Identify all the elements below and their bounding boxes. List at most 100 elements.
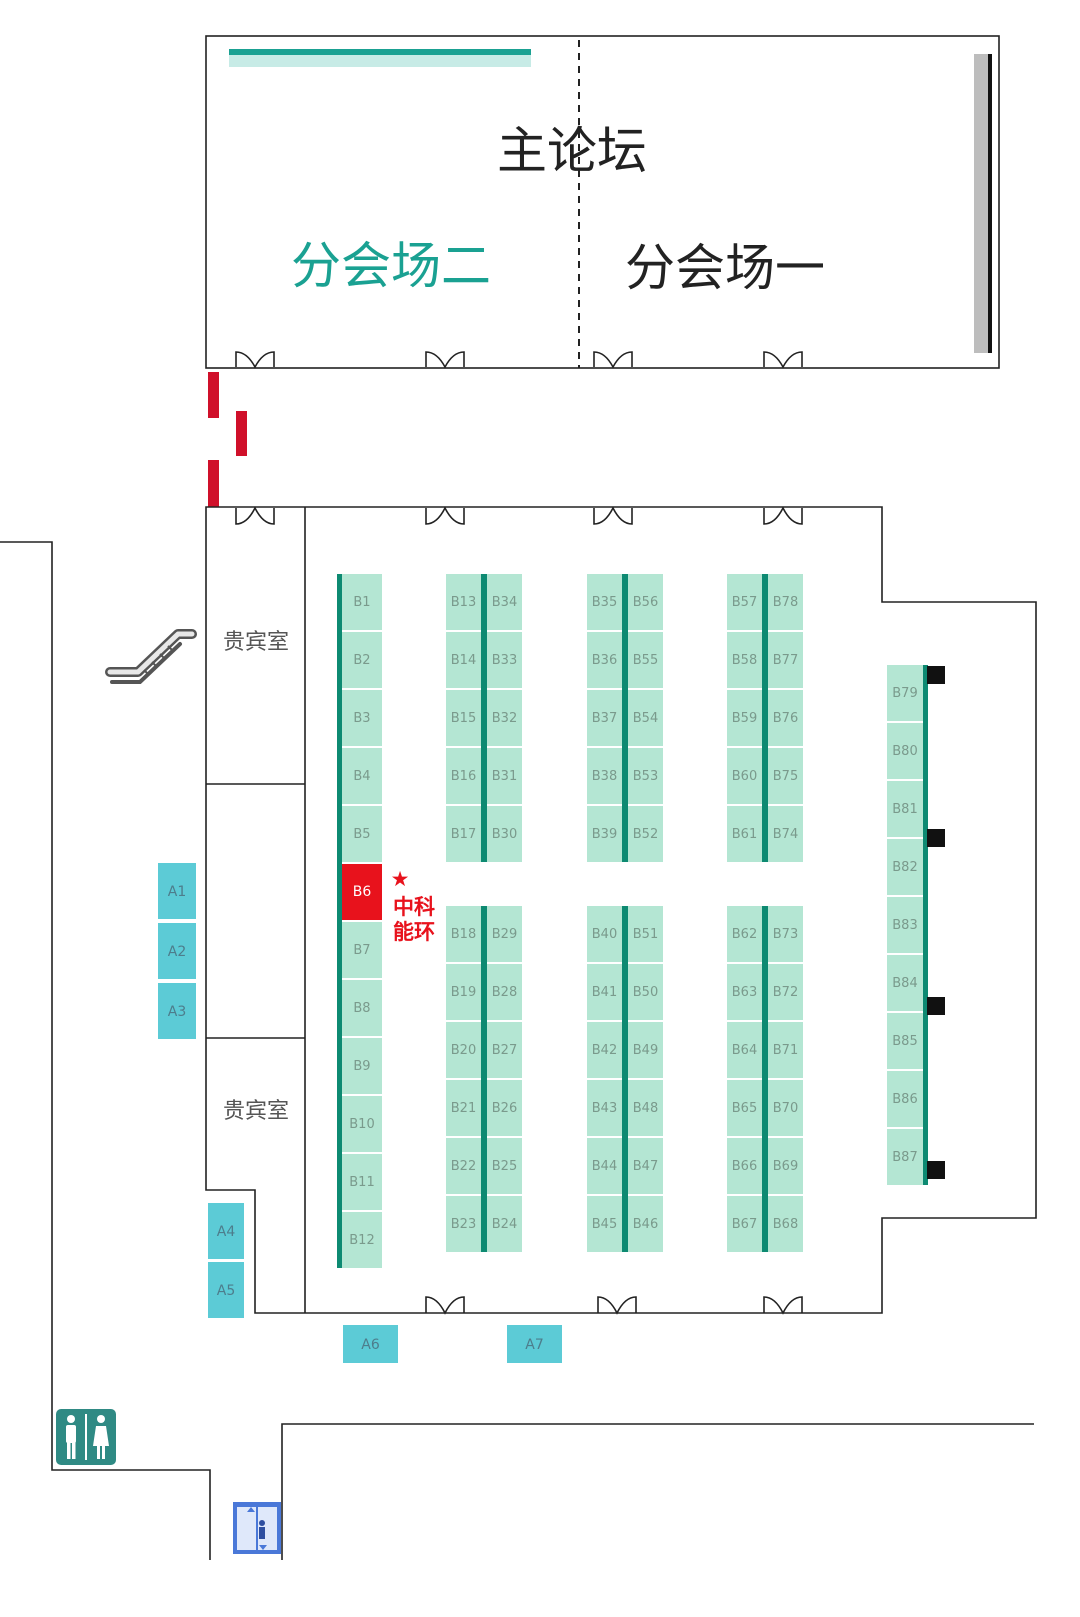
booth	[887, 1013, 923, 1069]
booth	[487, 748, 522, 804]
booth	[628, 748, 663, 804]
booth	[446, 1196, 481, 1252]
stage-bar	[229, 49, 531, 55]
vip-room-top-label: 贵宾室	[223, 630, 289, 655]
booth	[887, 723, 923, 779]
booth-label: B46	[633, 1217, 658, 1232]
booth-label: B17	[451, 827, 476, 842]
booth	[587, 690, 622, 746]
booth-divider	[622, 906, 628, 1252]
booth	[587, 1022, 622, 1078]
screen-wall-edge	[988, 54, 992, 353]
booth	[628, 1022, 663, 1078]
booth	[487, 574, 522, 630]
door-icon	[763, 506, 803, 525]
booth	[727, 806, 762, 862]
booth-divider	[762, 906, 768, 1252]
door-icon	[425, 1296, 465, 1315]
booth	[342, 1212, 382, 1268]
booth-label: B23	[451, 1217, 476, 1232]
booth-label: B42	[592, 1043, 617, 1058]
booth-label: B21	[451, 1101, 476, 1116]
booth-label: B3	[353, 711, 370, 726]
booth	[887, 1129, 923, 1185]
booth-label: B13	[451, 595, 476, 610]
booth-label: B58	[732, 653, 757, 668]
booth-label: B52	[633, 827, 658, 842]
booth-label: B62	[732, 927, 757, 942]
booth-divider	[481, 574, 487, 862]
booth-label: B66	[732, 1159, 757, 1174]
booth-label: B57	[732, 595, 757, 610]
booth-label: B41	[592, 985, 617, 1000]
a-booth	[208, 1262, 244, 1318]
booth-label: B79	[892, 686, 917, 701]
booth	[628, 690, 663, 746]
booth	[887, 955, 923, 1011]
booth-label: B9	[353, 1059, 370, 1074]
booth-label: B5	[353, 827, 370, 842]
booth	[727, 906, 762, 962]
booth	[768, 690, 803, 746]
booth-label: B18	[451, 927, 476, 942]
a-booth-label: A4	[217, 1224, 236, 1240]
booth	[628, 806, 663, 862]
booth-label: B54	[633, 711, 658, 726]
booth-label: B40	[592, 927, 617, 942]
booth	[342, 1038, 382, 1094]
booth-label: B72	[773, 985, 798, 1000]
booth-label: B1	[353, 595, 370, 610]
booth	[342, 1154, 382, 1210]
booth-area: B1B2B3B4B5B6B7B8B9B10B11B12B13B14B15B16B…	[158, 574, 928, 1363]
booth-label: B48	[633, 1101, 658, 1116]
booth	[587, 964, 622, 1020]
booth-divider	[481, 906, 487, 1252]
booth-label: B16	[451, 769, 476, 784]
booth	[342, 748, 382, 804]
booth	[587, 806, 622, 862]
booth-label: B34	[492, 595, 517, 610]
booth-label: B2	[353, 653, 370, 668]
corridor-wall-bottom	[281, 1423, 1034, 1560]
booth-label: B37	[592, 711, 617, 726]
corridor-walls	[0, 541, 1034, 1560]
corridor-wall-left	[0, 541, 211, 1560]
booth-label: B49	[633, 1043, 658, 1058]
booth	[446, 632, 481, 688]
door-icon	[425, 351, 465, 369]
booth	[768, 574, 803, 630]
booth	[768, 1022, 803, 1078]
booth	[768, 748, 803, 804]
stage-bar-light	[229, 55, 531, 67]
entrance-marker	[208, 460, 219, 507]
highlight-company-line2: 能环	[393, 920, 435, 944]
booth-label: B32	[492, 711, 517, 726]
booth-label: B10	[349, 1117, 374, 1132]
booth	[768, 1196, 803, 1252]
booth	[727, 1080, 762, 1136]
booth	[587, 1080, 622, 1136]
booth-label: B8	[353, 1001, 370, 1016]
booth-label: B38	[592, 769, 617, 784]
a-booth-label: A7	[525, 1337, 543, 1353]
a-booth-label: A1	[168, 884, 186, 900]
door-icon	[235, 351, 275, 369]
booth-label: B82	[892, 860, 917, 875]
booth-label: B25	[492, 1159, 517, 1174]
booth	[768, 632, 803, 688]
booth-label: B51	[633, 927, 658, 942]
booth	[342, 806, 382, 862]
booth-label: B11	[349, 1175, 374, 1190]
a-booth	[158, 923, 196, 979]
booth	[587, 1138, 622, 1194]
booth-label: B80	[892, 744, 917, 759]
booth-divider	[923, 665, 928, 1185]
booth	[628, 574, 663, 630]
booth-label: B36	[592, 653, 617, 668]
booth	[446, 906, 481, 962]
highlight-company-line1: 中科	[393, 895, 435, 919]
booth-divider	[622, 574, 628, 862]
pillar-icon	[927, 1161, 945, 1179]
booth	[587, 748, 622, 804]
booth	[628, 1138, 663, 1194]
